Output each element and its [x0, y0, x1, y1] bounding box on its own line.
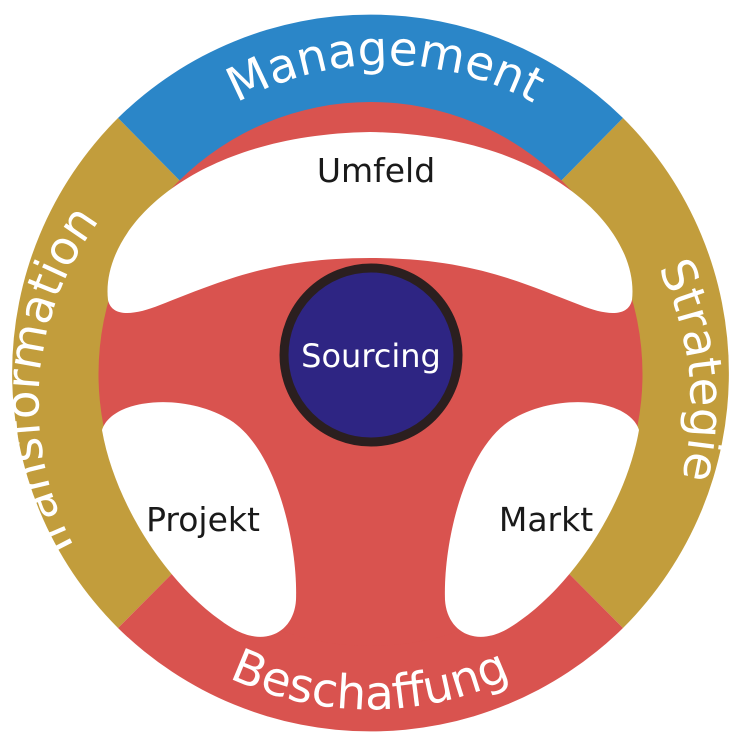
label-markt: Markt — [499, 500, 593, 539]
label-projekt: Projekt — [146, 500, 260, 539]
hub-circle — [279, 263, 463, 447]
window-right — [444, 402, 639, 637]
label-umfeld: Umfeld — [317, 151, 435, 190]
label-sourcing: Sourcing — [301, 337, 441, 375]
window-top — [107, 132, 633, 314]
window-left — [102, 402, 297, 637]
